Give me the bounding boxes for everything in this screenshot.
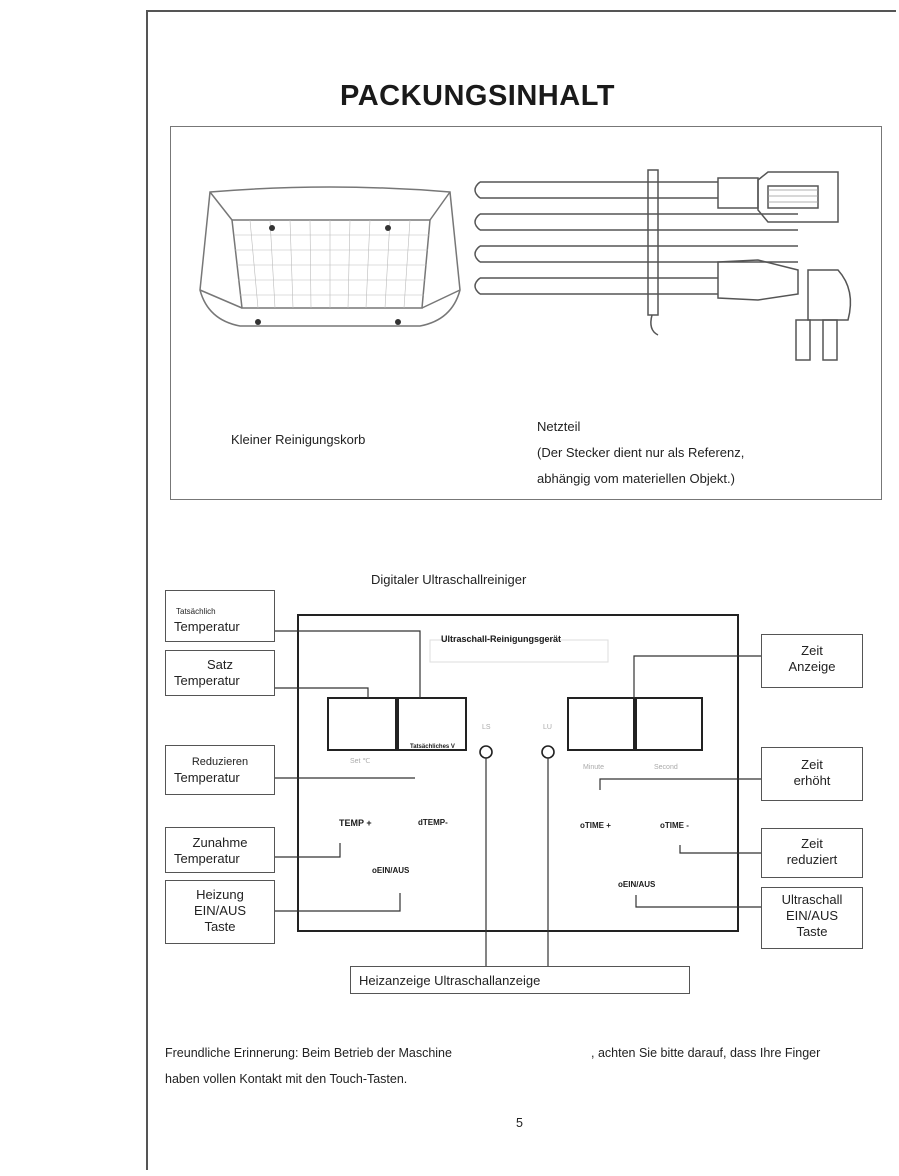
svg-text:Second: Second [654, 764, 678, 771]
device-name-label: Ultraschall-Reinigungsgerät [441, 634, 562, 644]
cleaning-basket-illustration [199, 186, 461, 327]
power-supply-caption: Netzteil [537, 419, 581, 434]
callout-increase-temperature: Zunahme Temperatur [165, 827, 275, 873]
page-title: PACKUNGSINHALT [340, 80, 615, 112]
power-cable-illustration [474, 169, 852, 361]
callout-ultra-line1: Ultraschall [781, 892, 843, 907]
temp-plus-button[interactable]: TEMP + [339, 818, 372, 828]
heat-indicator-led [479, 745, 493, 759]
time-minus-button[interactable]: oTIME - [660, 821, 689, 830]
callout-heating-line2: EIN/AUS [193, 903, 246, 918]
callout-time-reduce: Zeit reduziert [761, 828, 863, 878]
heat-onoff-button[interactable]: oEIN/AUS [372, 866, 410, 875]
temp-minus-button[interactable]: dTEMP- [418, 818, 448, 827]
callout-ultra-line2: EIN/AUS [785, 908, 838, 923]
temp-display-actual [397, 697, 467, 751]
basket-caption: Kleiner Reinigungskorb [231, 432, 366, 447]
callout-ultrasonic-onoff: Ultraschall EIN/AUS Taste [761, 887, 863, 949]
ultrasonic-indicator-led [541, 745, 555, 759]
svg-text:Set ℃: Set ℃ [350, 758, 370, 765]
callout-actual-text: Temperatur [174, 619, 240, 634]
callout-reduce-line1: Reduzieren [191, 756, 249, 768]
callout-reduce-temperature: Reduzieren Temperatur [165, 745, 275, 795]
callout-time-up-line1: Zeit [801, 757, 823, 772]
callout-increase-line1: Zunahme [192, 835, 248, 850]
callout-time-down-line2: reduziert [786, 852, 838, 867]
callout-ultra-line3: Taste [796, 924, 828, 939]
callout-heating-line1: Heizung [196, 887, 244, 902]
temp-display-set [327, 697, 397, 751]
reminder-line1-b: , achten Sie bitte darauf, dass Ihre Fin… [591, 1046, 821, 1060]
callout-set-temperature: Satz Temperatur [165, 650, 275, 696]
callout-set-line2: Temperatur [174, 673, 240, 688]
callout-time-down-line1: Zeit [801, 836, 823, 851]
display-small-text: Tatsächliches V [410, 744, 455, 750]
device-name-plate [429, 639, 609, 663]
reminder-line1-a: Freundliche Erinnerung: Beim Betrieb der… [165, 1046, 452, 1060]
svg-text:LU: LU [543, 724, 552, 731]
time-display-minute [567, 697, 635, 751]
svg-text:LS: LS [482, 724, 491, 731]
callout-actual-small: Tatsächlich [176, 607, 216, 616]
callout-heating-line3: Taste [204, 919, 236, 934]
reminder-line2: haben vollen Kontakt mit den Touch-Taste… [165, 1072, 408, 1086]
callout-time-display: Zeit Anzeige [761, 634, 863, 688]
callout-time-increase: Zeit erhöht [761, 747, 863, 801]
time-plus-button[interactable]: oTIME + [580, 821, 611, 830]
callout-indicators-text: Heizanzeige Ultraschallanzeige [359, 973, 541, 988]
callout-indicators: Heizanzeige Ultraschallanzeige [350, 966, 690, 994]
callout-increase-line2: Temperatur [174, 851, 240, 866]
callout-set-line1: Satz [206, 657, 233, 672]
callout-actual-temperature: Tatsächlich Temperatur [165, 590, 275, 642]
panel-heading: Digitaler Ultraschallreiniger [371, 572, 527, 587]
svg-text:Minute: Minute [583, 764, 604, 771]
power-supply-note-1: (Der Stecker dient nur als Referenz, [537, 445, 745, 460]
page-number: 5 [516, 1116, 523, 1130]
page-border [146, 10, 896, 1170]
package-contents-box [170, 126, 882, 500]
ultrasonic-onoff-button[interactable]: oEIN/AUS [618, 880, 656, 889]
callout-time-display-line2: Anzeige [788, 659, 836, 674]
power-supply-note-2: abhängig vom materiellen Objekt.) [537, 471, 735, 486]
callout-time-display-line1: Zeit [801, 643, 823, 658]
panel-outline [297, 614, 739, 932]
callout-time-up-line2: erhöht [793, 773, 831, 788]
callout-heating-onoff: Heizung EIN/AUS Taste [165, 880, 275, 944]
time-display-second [635, 697, 703, 751]
callout-reduce-line2: Temperatur [174, 770, 240, 785]
